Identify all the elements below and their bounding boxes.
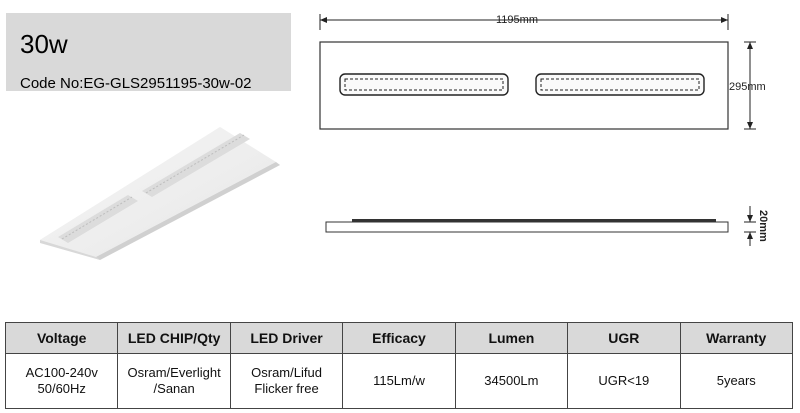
product-title-box: 30w Code No:EG-GLS2951195-30w-02 — [6, 13, 291, 92]
cell-lumen: 34500Lm — [454, 353, 569, 409]
header-efficacy: Efficacy — [342, 322, 456, 354]
cell-led-driver-line1: Osram/Lifud — [251, 365, 322, 380]
product-code: Code No:EG-GLS2951195-30w-02 — [20, 75, 252, 92]
cell-led-chip: Osram/Everlight /Sanan — [117, 353, 231, 409]
cell-led-driver-line2: Flicker free — [254, 381, 319, 396]
height-dimension-label: 295mm — [729, 81, 766, 93]
header-led-chip: LED CHIP/Qty — [117, 322, 231, 354]
cell-led-chip-line1: Osram/Everlight — [127, 365, 221, 380]
cell-led-chip-line2: /Sanan — [153, 381, 195, 396]
cell-voltage-line2: 50/60Hz — [37, 381, 86, 396]
led-strip-left — [339, 73, 509, 96]
cell-warranty: 5years — [679, 353, 794, 409]
cell-led-driver: Osram/Lifud Flicker free — [229, 353, 344, 409]
header-lumen: Lumen — [454, 322, 569, 354]
specs-value-row: AC100-240v 50/60Hz Osram/Everlight /Sana… — [4, 353, 794, 409]
dimension-drawing: 1195mm 295mm 20mm — [319, 14, 769, 246]
specs-header-row: Voltage LED CHIP/Qty LED Driver Efficacy… — [4, 322, 794, 354]
cell-voltage: AC100-240v 50/60Hz — [4, 353, 119, 409]
product-power: 30w — [20, 29, 68, 59]
width-dimension-label: 1195mm — [496, 14, 538, 26]
cell-ugr: UGR<19 — [567, 353, 681, 409]
header-led-driver: LED Driver — [229, 322, 344, 354]
cell-voltage-line1: AC100-240v — [25, 365, 98, 380]
thickness-dimension-label: 20mm — [757, 210, 769, 242]
header-warranty: Warranty — [679, 322, 794, 354]
specs-table: Voltage LED CHIP/Qty LED Driver Efficacy… — [4, 322, 794, 409]
header-voltage: Voltage — [4, 322, 119, 354]
led-strip-right — [535, 73, 705, 96]
cell-efficacy: 115Lm/w — [342, 353, 456, 409]
panel-side-view — [325, 221, 729, 233]
header-ugr: UGR — [567, 322, 681, 354]
product-photo — [40, 127, 280, 260]
